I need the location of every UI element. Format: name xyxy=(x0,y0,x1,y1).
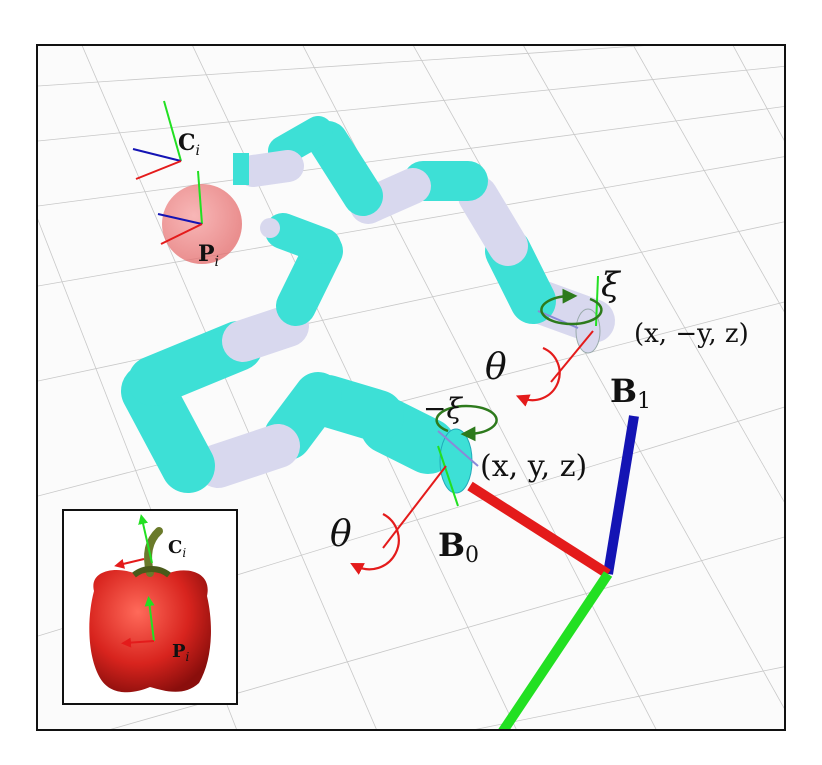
label-theta-b1: θ xyxy=(485,347,507,388)
xi-rotation-arrow-b0 xyxy=(435,404,498,442)
label-position-b1: (x, −y, z) xyxy=(634,319,749,349)
inset-label-camera: Ci xyxy=(168,537,186,560)
base0-frame-axes xyxy=(382,430,479,549)
robot-arm-b0 xyxy=(121,213,473,494)
label-base1: B1 xyxy=(610,372,651,414)
label-xi: ξ xyxy=(601,265,622,305)
xi-rotation-arrow-b1 xyxy=(540,288,603,326)
pepper-illustration: Ci Pi xyxy=(89,514,211,693)
inset-label-point: Pi xyxy=(172,641,190,664)
theta-rotation-arrow-b0 xyxy=(350,513,400,575)
camera-frame-axes xyxy=(132,100,182,180)
robot-arm-b1 xyxy=(233,116,615,354)
label-theta-b0: θ xyxy=(330,514,352,555)
pepper-inset: Ci Pi xyxy=(62,509,238,705)
world-frame-axes xyxy=(467,415,639,729)
theta-rotation-arrow-b1 xyxy=(515,346,561,407)
label-camera-frame: Ci xyxy=(178,130,200,159)
scene-canvas: Ci Pi ξ (x, −y, z) θ B1 −ξ (x, y, z) θ B… xyxy=(38,46,784,729)
label-point-frame: Pi xyxy=(198,241,219,270)
label-base0: B0 xyxy=(438,526,479,568)
point-frame-axes xyxy=(157,170,203,245)
label-position-b0: (x, y, z) xyxy=(480,449,587,484)
label-neg-xi: −ξ xyxy=(423,392,463,425)
